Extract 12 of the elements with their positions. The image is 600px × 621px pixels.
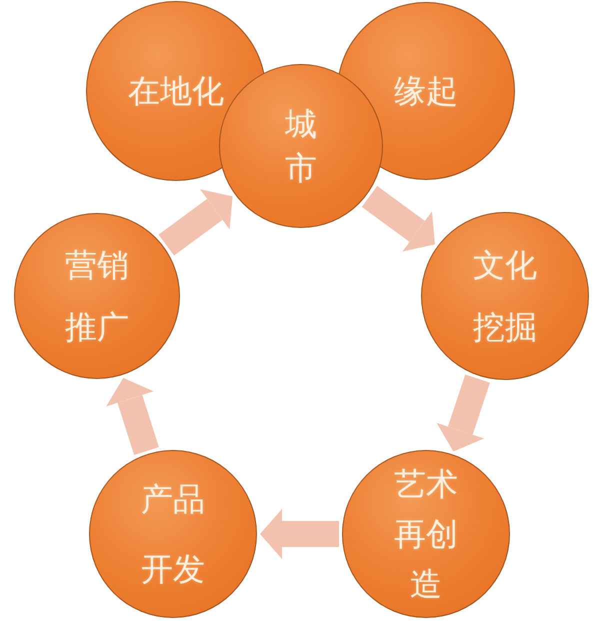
block-arrow [158,189,233,256]
stage-label: 文化挖掘 [472,245,538,348]
block-arrow [106,378,159,456]
block-arrow [362,186,435,252]
stage-label: 缘起 [394,71,458,111]
block-arrow [260,509,339,559]
stage-label: 城市 [284,104,318,189]
stage-label: 艺术再创造 [393,464,459,605]
stage-label: 在地化 [128,71,224,111]
block-arrow [436,374,490,452]
stage-label: 产品开发 [140,479,206,590]
stage-label: 营销推广 [64,245,130,348]
